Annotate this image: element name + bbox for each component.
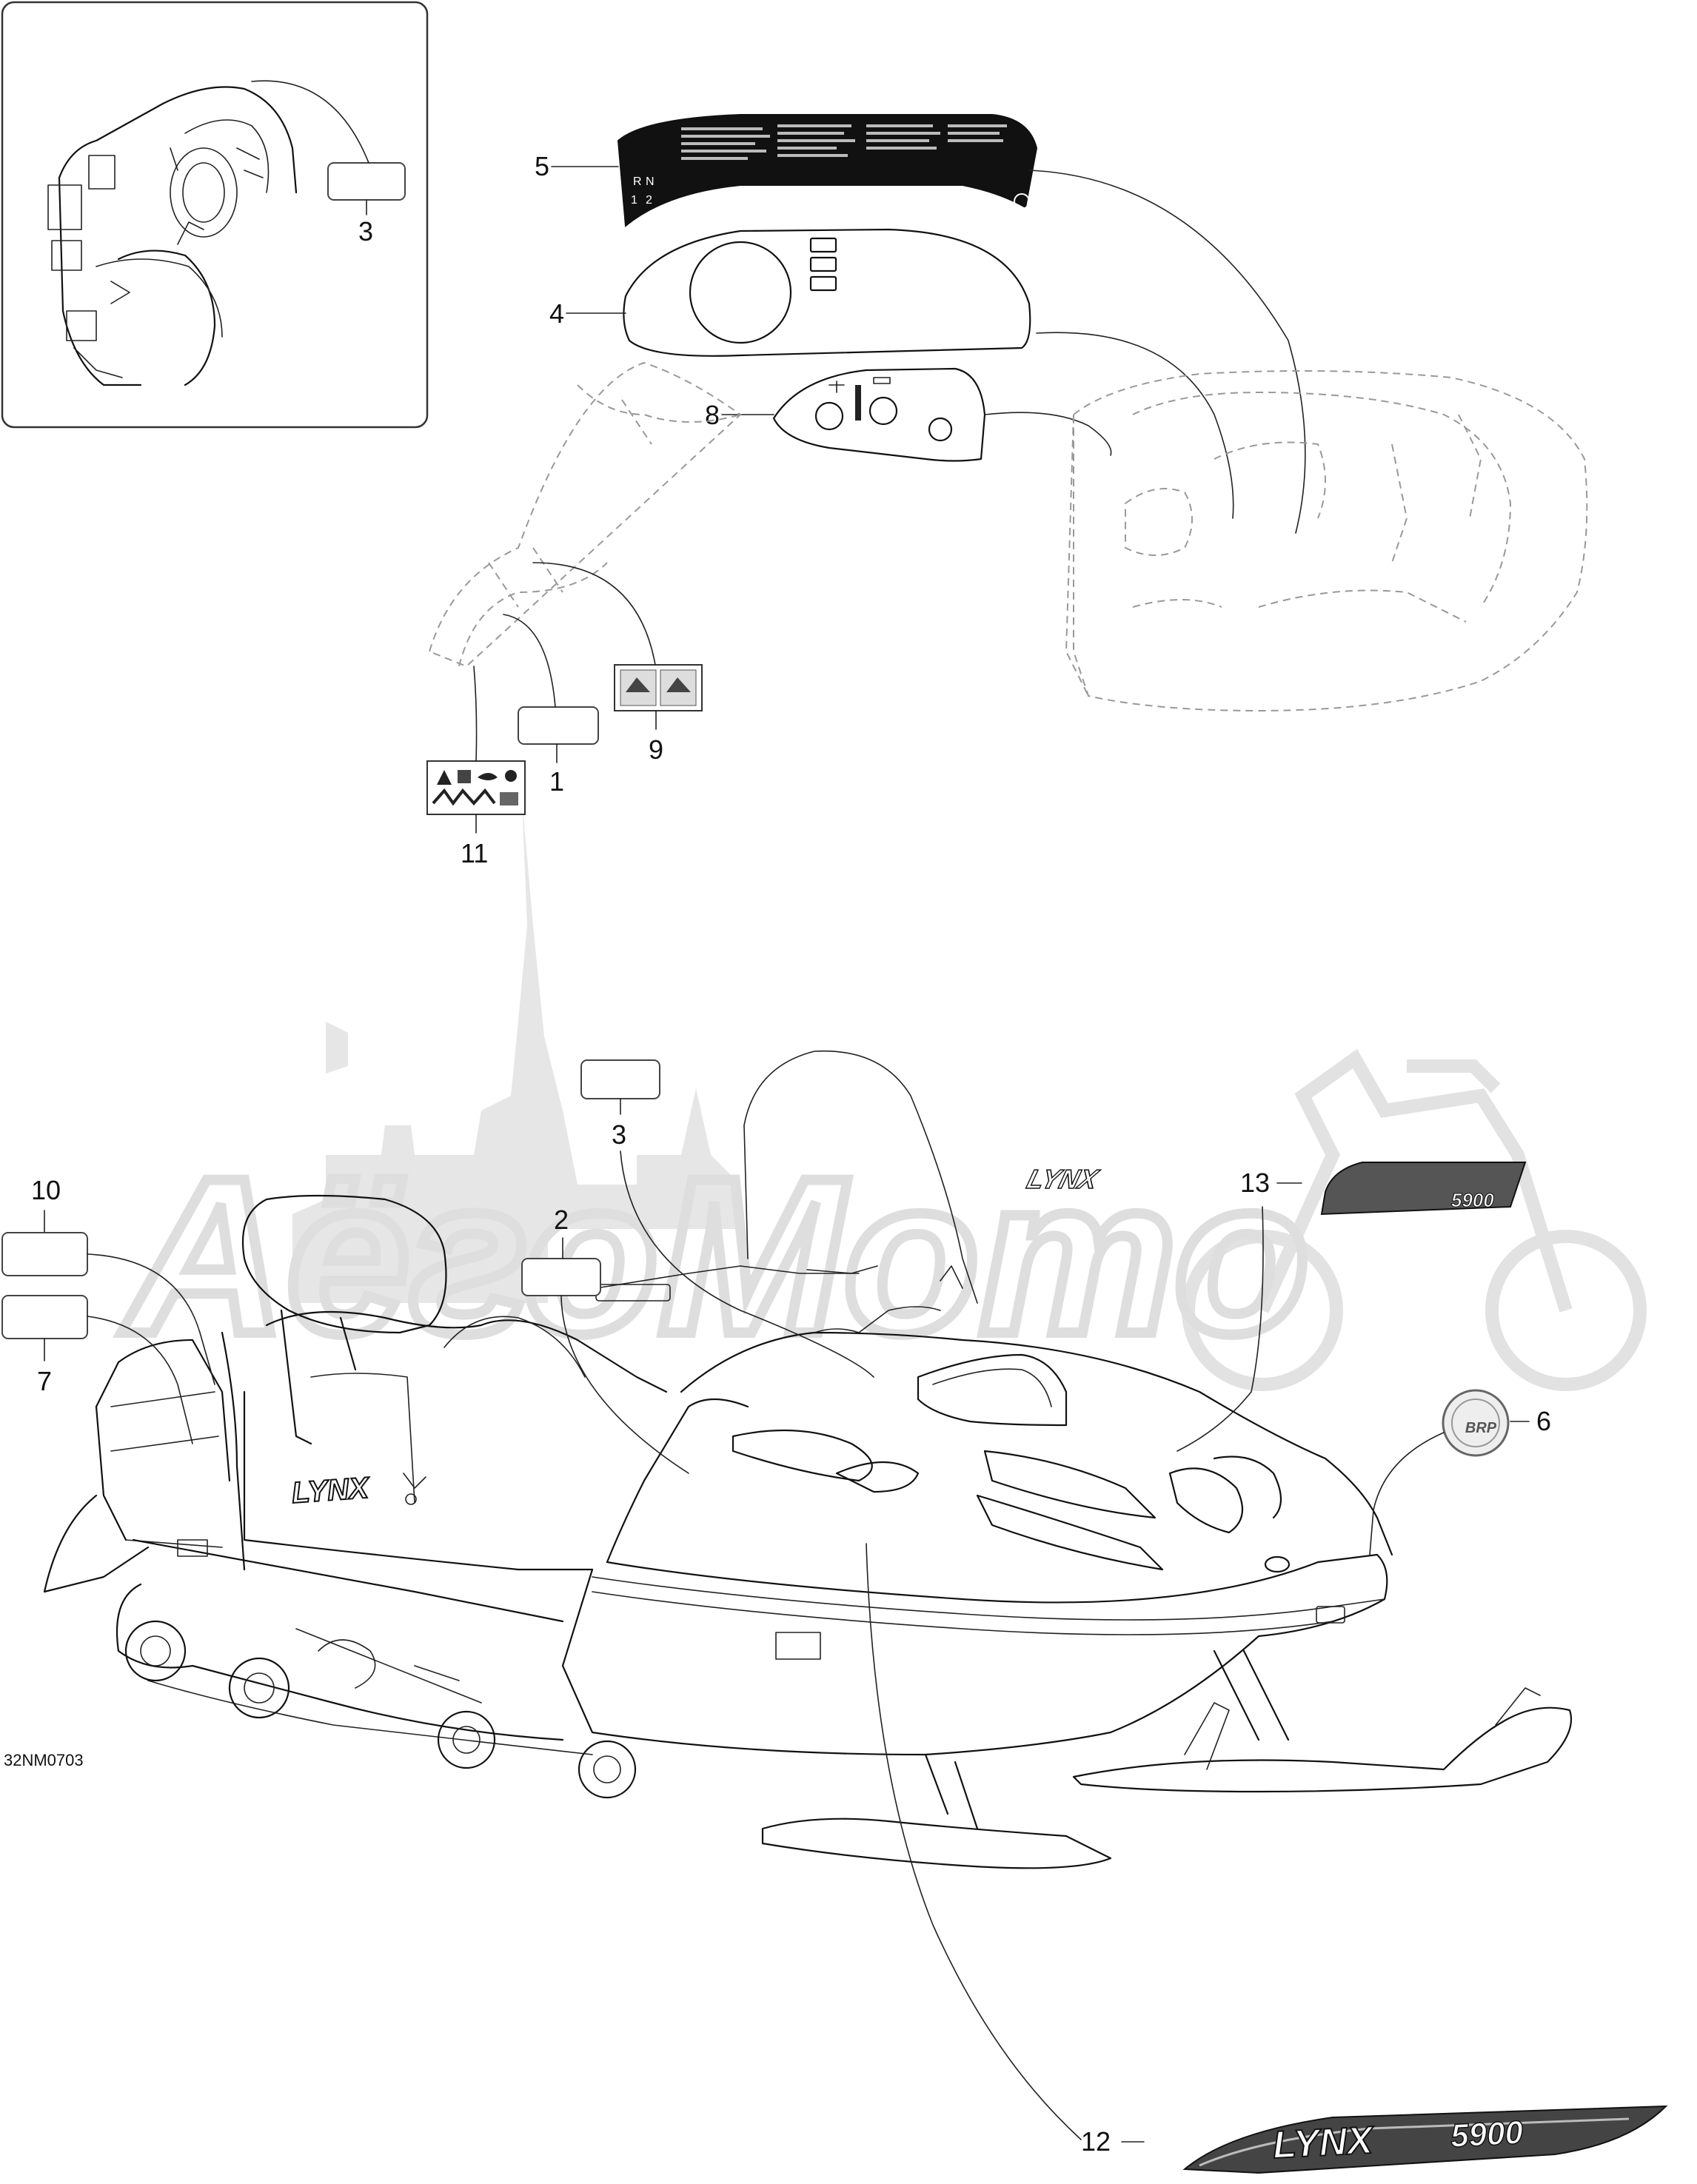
decal-3-inset-box	[327, 162, 406, 201]
watermark: AёгоМото	[114, 800, 1647, 1391]
callout-13: 13	[1240, 1168, 1270, 1198]
leader-3-inset	[251, 80, 369, 164]
gear-label-n: N	[646, 175, 655, 188]
decal-12-brand-text: LYNX	[1272, 2119, 1376, 2167]
watermark-spire	[292, 800, 740, 1303]
callout-3: 3	[612, 1119, 626, 1150]
callout-12: 12	[1081, 2126, 1111, 2157]
decal-13-lynx-5900-logo: 13 LYNX 5900	[1023, 1162, 1527, 1452]
leader-2	[560, 1295, 689, 1474]
inset-dashboard-housing: 3	[1, 1, 429, 429]
callout-5: 5	[535, 151, 549, 181]
ghost-seat-dashed	[428, 361, 742, 668]
dashboard-housing-drawing	[47, 86, 298, 386]
leader-6	[1369, 1432, 1445, 1555]
leader-3-to-console	[620, 1150, 874, 1378]
decal-13-brand-text: LYNX	[1024, 1165, 1103, 1194]
leader-8-to-console	[984, 412, 1112, 456]
gear-label-1: 1	[631, 194, 637, 207]
callout-7: 7	[37, 1366, 52, 1396]
watermark-text: AёгоМото	[119, 1131, 1310, 1380]
decal-12-model-text: 5900	[1450, 2114, 1524, 2154]
callout-9: 9	[649, 734, 663, 765]
decal-8-switch-panel: 8	[705, 367, 1112, 462]
callout-8: 8	[705, 400, 720, 430]
leader-1-to-seat	[503, 614, 556, 708]
watermark-motorcycle	[1182, 1048, 1647, 1391]
decal-13-model-text: 5900	[1451, 1189, 1494, 1211]
drawing-code: 32NM0703	[4, 1751, 84, 1769]
leader-12	[866, 1543, 1082, 2140]
gear-label-2: 2	[646, 194, 652, 207]
decal-7: 7	[1, 1295, 193, 1444]
decal-6-brp-emblem: BRP 6	[1369, 1389, 1551, 1555]
callout-6: 6	[1536, 1406, 1551, 1436]
decal-5-symbol-icon	[1014, 193, 1030, 210]
ghost-console-dashed	[1065, 370, 1588, 712]
callout-10: 10	[31, 1175, 61, 1205]
decal-11-warning-pictogram: 11	[426, 666, 526, 868]
inset-frame	[1, 1, 429, 429]
hood-lynx-logo: LYNX	[291, 1472, 372, 1510]
callout-3-inset: 3	[358, 216, 373, 247]
callout-1: 1	[549, 766, 564, 797]
brp-emblem-text: BRP	[1465, 1420, 1497, 1436]
leader-9-to-seat	[532, 562, 656, 666]
decal-2: 2	[521, 1205, 689, 1474]
decal-1: 1	[503, 614, 599, 797]
decal-12-side-logo: 12 LYNX 5900	[866, 1543, 1668, 2174]
decal-9-warning-pictogram: 9	[532, 562, 703, 765]
decal-3-windshield: 3	[580, 1059, 874, 1378]
leader-10	[87, 1253, 215, 1385]
callout-4: 4	[549, 298, 564, 329]
decal-5-warning-panel: R N 1 2 5	[535, 114, 1306, 534]
gear-label-r: R	[633, 175, 642, 188]
callout-11: 11	[461, 838, 488, 868]
leader-5-to-hood	[1028, 170, 1306, 534]
decal-4-gauge-surround: 4	[549, 228, 1234, 519]
leader-4-to-hood	[1036, 332, 1234, 519]
callout-2: 2	[554, 1205, 569, 1235]
watermark-flag	[326, 1022, 348, 1073]
leader-13	[1176, 1206, 1264, 1452]
bogie-wheels	[124, 1620, 637, 1799]
leader-7	[87, 1316, 193, 1444]
leader-11-to-seat	[473, 666, 478, 762]
snowmobile-drawing: LYNX	[43, 1050, 1573, 1869]
decal-5-text-lines	[681, 124, 1007, 160]
decal-10: 10	[1, 1175, 215, 1385]
